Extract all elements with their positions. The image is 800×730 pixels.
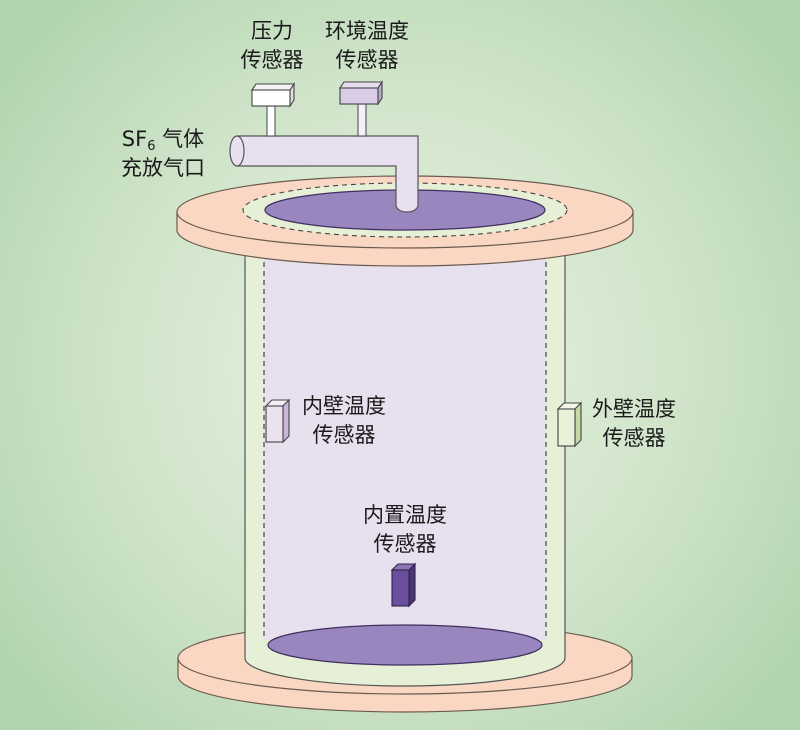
gas-formula: SF [121,127,148,151]
internal-temp-sensor-label-line2: 传感器 [373,532,437,556]
gas-pipe [229,135,419,213]
bottom-gas-surface [267,624,543,666]
pressure-sensor-label-line2: 传感器 [240,48,304,72]
gas-port-label-suffix: 气体 [155,127,205,151]
gas-port-opening [229,135,245,167]
ambient-temp-sensor-label-line1: 环境温度 [325,19,409,43]
internal-temp-sensor-label-line1: 内置温度 [363,503,447,527]
gas-port-label: SF6 气体 充放气口 [108,125,218,183]
pressure-sensor [250,82,296,137]
gas-port-label-line1: SF6 气体 [108,125,218,154]
inner-wall-temp-sensor-label-line2: 传感器 [312,423,376,447]
gas-port-label-line2: 充放气口 [121,156,205,180]
ambient-temperature-sensor [338,80,384,137]
ambient-temp-sensor-label-line2: 传感器 [335,48,399,72]
outer-wall-temp-sensor-label-line2: 传感器 [602,426,666,450]
outer-wall-temp-sensor-label: 外壁温度 传感器 [582,395,686,453]
ambient-temp-sensor-label: 环境温度 传感器 [312,17,422,75]
outer-wall-temperature-sensor [556,401,583,448]
gas-formula-subscript: 6 [147,139,156,154]
inner-wall-temp-sensor-label-line1: 内壁温度 [302,394,386,418]
inner-wall-temperature-sensor [264,398,291,444]
internal-temperature-sensor [390,562,417,608]
pressure-sensor-label: 压力 传感器 [232,17,312,75]
outer-wall-temp-sensor-label-line1: 外壁温度 [592,397,676,421]
internal-temp-sensor-label: 内置温度 传感器 [353,501,457,559]
inner-wall-temp-sensor-label: 内壁温度 传感器 [292,392,396,450]
pressure-sensor-label-line1: 压力 [251,19,293,43]
